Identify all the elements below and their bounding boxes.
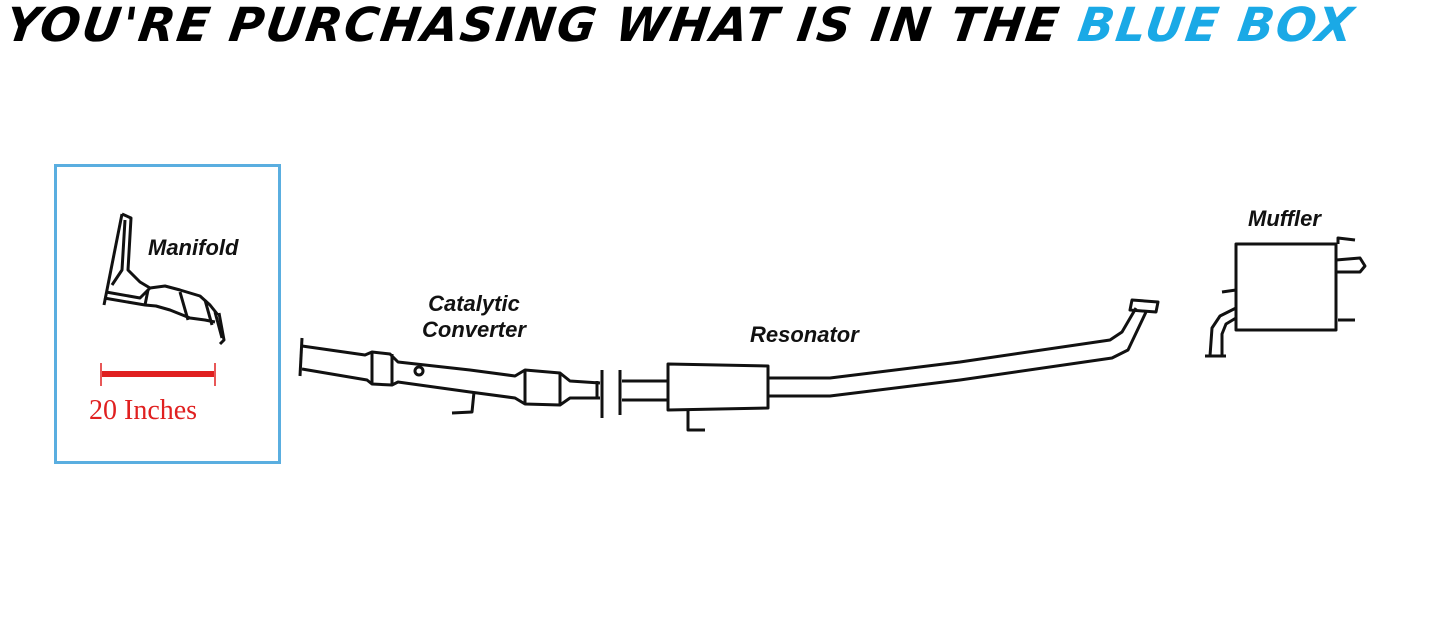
dimension-line bbox=[100, 363, 216, 386]
label-catalytic-line2: Converter bbox=[422, 317, 526, 342]
catalytic-converter-drawing bbox=[298, 337, 604, 418]
muffler-drawing bbox=[1205, 236, 1367, 358]
manifold-drawing bbox=[102, 212, 226, 346]
label-catalytic-converter: Catalytic Converter bbox=[422, 291, 526, 343]
selected-part-box bbox=[54, 164, 281, 464]
label-catalytic-line1: Catalytic bbox=[428, 291, 520, 316]
dimension-label: 20 Inches bbox=[89, 395, 198, 426]
label-muffler: Muffler bbox=[1248, 206, 1321, 231]
label-resonator: Resonator bbox=[750, 322, 859, 347]
label-manifold: Manifold bbox=[148, 235, 239, 260]
resonator-drawing bbox=[618, 298, 1160, 432]
